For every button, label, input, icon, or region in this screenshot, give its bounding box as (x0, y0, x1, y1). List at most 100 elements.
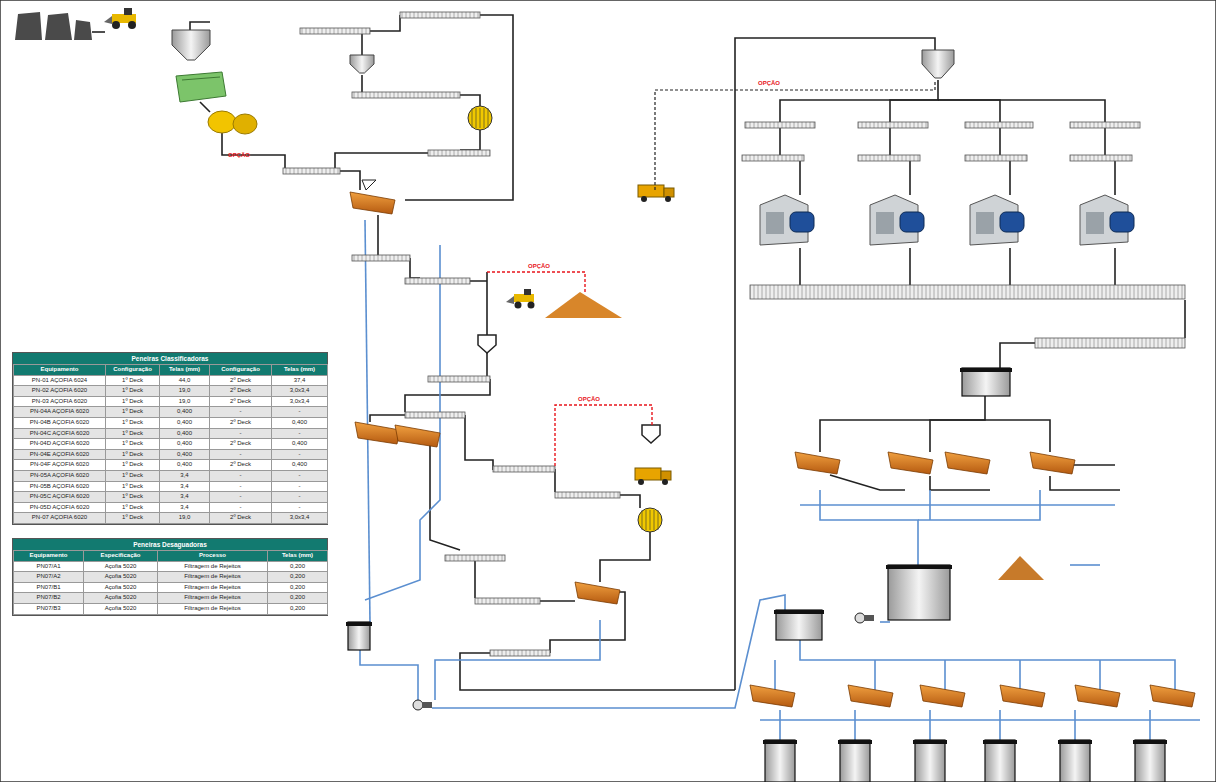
pump-motor (422, 702, 432, 708)
table-cell: PN-05B AÇOFIA 6020 (14, 481, 106, 492)
wheel-loader (104, 8, 136, 29)
water-line (1099, 660, 1101, 690)
belt-conveyor (283, 168, 340, 174)
water-line (365, 220, 370, 622)
table-cell: 0,400 (160, 407, 210, 418)
chute-bin (642, 425, 660, 443)
table-cell: 1º Deck (106, 428, 160, 439)
tank-rim (346, 622, 372, 626)
table-cell: 19,0 (160, 396, 210, 407)
cone-crusher (468, 106, 492, 130)
table-cell: PN-04D AÇOFIA 6020 (14, 439, 106, 450)
mill-motor (1000, 212, 1024, 232)
belt-conveyor (428, 150, 490, 156)
belt-conveyor (490, 650, 550, 656)
process-line (620, 495, 640, 508)
tank-rim (838, 740, 872, 744)
table-cell: PN07/B2 (14, 593, 84, 604)
table-cell: Filtragem de Rejeitos (158, 603, 268, 614)
process-line (1010, 158, 1015, 195)
process-line (985, 420, 1050, 452)
table-cell: PN-02 AÇOFIA 6020 (14, 386, 106, 397)
crusher-rib (642, 510, 643, 530)
water-line (944, 660, 946, 690)
table-cell: 3,0x3,4 (272, 513, 328, 524)
water-line (854, 710, 856, 740)
process-line (475, 558, 505, 598)
water-line (1149, 710, 1151, 740)
table-cell: - (272, 470, 328, 481)
water-line (880, 621, 890, 623)
tank (1135, 740, 1165, 782)
tank (915, 740, 945, 782)
table-cell: 0,400 (272, 417, 328, 428)
table-cell: - (210, 407, 272, 418)
process-line (361, 34, 363, 55)
table-cell: Açofia 5020 (84, 582, 158, 593)
option-label: OPÇÃO (758, 80, 780, 86)
belt-conveyor (965, 155, 1027, 161)
tank-rim (774, 610, 824, 614)
belt-conveyor (400, 12, 480, 18)
table-cell: 0,400 (272, 439, 328, 450)
tank (985, 740, 1015, 782)
belt-conveyor (445, 555, 505, 561)
belt-conveyor (745, 122, 815, 128)
water-line (929, 710, 931, 740)
vibrating-screen (1075, 685, 1120, 707)
process-line (361, 75, 363, 92)
belt-conveyor (405, 412, 465, 418)
tank-rim (886, 565, 952, 569)
quarry-rock (15, 12, 92, 40)
process-line (190, 22, 210, 30)
vibrating-screen (1150, 685, 1195, 707)
table-cell: PN-04A AÇOFIA 6020 (14, 407, 106, 418)
process-line (905, 158, 910, 195)
table-cell: PN-05D AÇOFIA 6020 (14, 502, 106, 513)
process-line (1104, 128, 1106, 155)
table-cell: 0,400 (160, 417, 210, 428)
process-line (999, 128, 1001, 155)
process-line (405, 379, 490, 412)
tank-rim (983, 740, 1017, 744)
process-line (790, 158, 800, 195)
process-line (470, 272, 487, 335)
equipment-table: Peneiras DesaguadorasEquipamentoEspecifi… (12, 538, 328, 616)
tank-rim (960, 368, 1012, 372)
mill-motor (900, 212, 924, 232)
process-line (600, 532, 650, 582)
process-line (938, 100, 1000, 122)
table-cell: 0,400 (272, 460, 328, 471)
water-line (432, 595, 785, 708)
table-header: Especificação (84, 551, 158, 562)
option-line (555, 405, 652, 466)
water-line (1019, 660, 1021, 690)
vibrating-screen (1000, 685, 1045, 707)
dump-truck (638, 185, 664, 197)
process-line (930, 420, 985, 452)
table-header: Processo (158, 551, 268, 562)
water-line (1070, 564, 1100, 566)
process-line (340, 171, 360, 190)
water-line (800, 504, 1115, 506)
table-cell: Filtragem de Rejeitos (158, 582, 268, 593)
belt-conveyor (1070, 122, 1140, 128)
table-cell: 1º Deck (106, 449, 160, 460)
table-cell: 1º Deck (106, 407, 160, 418)
chute-bin (478, 335, 496, 353)
water-line (779, 710, 781, 740)
table-cell: 2º Deck (210, 386, 272, 397)
pump (855, 613, 865, 623)
belt-conveyor (300, 28, 370, 34)
table-cell: Açofia 5020 (84, 561, 158, 572)
belt-conveyor (1035, 338, 1185, 348)
pump (413, 700, 423, 710)
table-header: Equipamento (14, 365, 106, 376)
table-header: Configuração (106, 365, 160, 376)
table-cell: 2º Deck (210, 439, 272, 450)
process-line (460, 653, 735, 690)
belt-conveyor (405, 278, 470, 284)
table-cell: PN07/A2 (14, 572, 84, 583)
process-line (1184, 300, 1186, 338)
table-cell: Filtragem de Rejeitos (158, 561, 268, 572)
